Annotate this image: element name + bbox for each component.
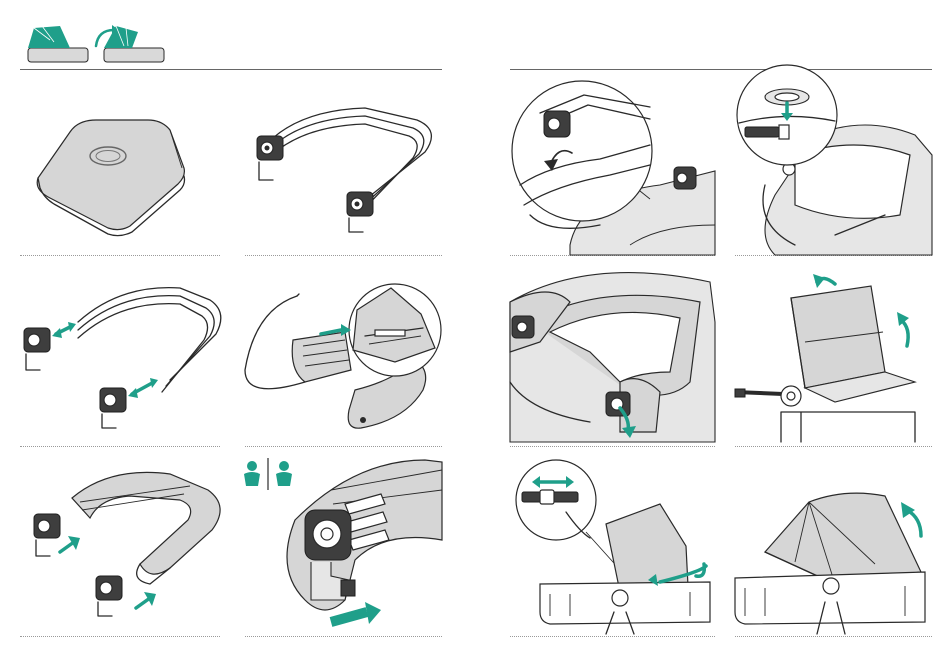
header-icons bbox=[20, 18, 170, 68]
detail-zoom bbox=[349, 284, 441, 376]
baby-orientation-icon bbox=[244, 458, 292, 490]
step-attach-hinges bbox=[20, 270, 220, 440]
separator bbox=[20, 636, 220, 637]
header-rule-right bbox=[510, 69, 932, 70]
separator bbox=[735, 446, 932, 447]
step-attach-hinge-lock bbox=[235, 450, 442, 635]
separator bbox=[510, 636, 715, 637]
separator bbox=[245, 636, 442, 637]
separator bbox=[510, 446, 715, 447]
hinge bbox=[257, 136, 283, 180]
separator bbox=[20, 446, 220, 447]
separator bbox=[245, 446, 442, 447]
step-rotate-hinge bbox=[510, 262, 715, 442]
separator bbox=[735, 636, 932, 637]
step-open-canopy bbox=[735, 262, 932, 442]
hinge bbox=[512, 316, 534, 338]
hinge bbox=[606, 392, 630, 416]
detail-zoom bbox=[516, 460, 596, 540]
step-insert-hinge bbox=[510, 75, 715, 255]
hinge bbox=[96, 576, 122, 616]
hinge bbox=[347, 192, 373, 232]
hinge bbox=[100, 388, 126, 428]
header-rule-left bbox=[20, 69, 442, 70]
step-mattress-cover bbox=[20, 80, 220, 250]
detail-zoom bbox=[737, 65, 837, 165]
step-insert-frame bbox=[20, 460, 220, 630]
double-arrow-icon bbox=[52, 322, 158, 398]
carrycot-canopy-closed-icon bbox=[28, 26, 88, 62]
step-adjust-zipper bbox=[510, 452, 715, 634]
step-thread-wire bbox=[245, 270, 442, 440]
hinge bbox=[674, 167, 696, 189]
step-canopy-extended bbox=[735, 452, 932, 634]
separator bbox=[20, 255, 220, 256]
hinge bbox=[34, 514, 60, 556]
separator bbox=[245, 255, 442, 256]
step-canopy-frame-arches bbox=[245, 80, 442, 250]
hinge bbox=[24, 328, 50, 370]
step-press-mount-button bbox=[735, 75, 932, 255]
